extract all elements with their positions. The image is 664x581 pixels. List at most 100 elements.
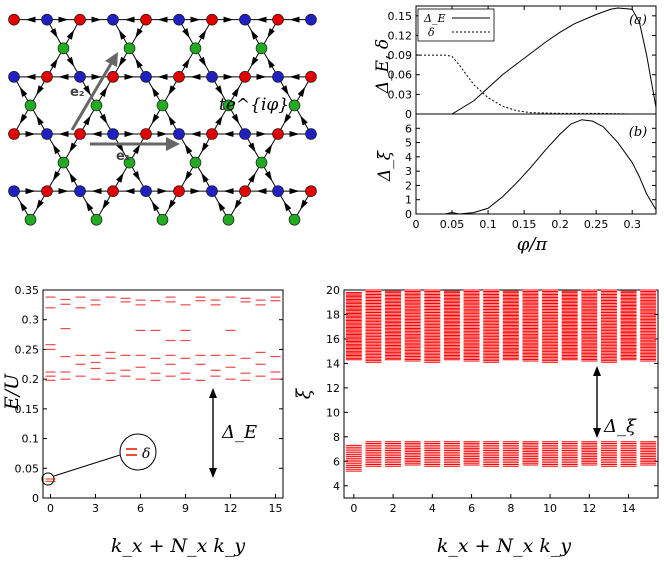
lattice-site-red bbox=[107, 185, 119, 197]
bond-arrow bbox=[223, 73, 234, 80]
bond-arrow bbox=[256, 131, 267, 137]
lattice-site-blue bbox=[206, 71, 218, 83]
series-line-1 bbox=[416, 54, 656, 115]
ytick-label: 0 bbox=[32, 492, 39, 505]
lattice-site-red bbox=[173, 185, 185, 197]
gap-arrow-head-down bbox=[209, 468, 217, 478]
ytick-label: 3 bbox=[405, 165, 412, 178]
xtick-label: 0.05 bbox=[440, 218, 465, 231]
bond-arrow bbox=[297, 86, 306, 97]
ytick-label: 0.15 bbox=[15, 403, 40, 416]
panel-b-ylabel: Δ_ξ bbox=[375, 149, 395, 182]
bond-arrow bbox=[91, 188, 102, 195]
bond-arrow bbox=[168, 85, 176, 96]
gap-annotation-c: Δ_E bbox=[209, 388, 257, 478]
lattice-site-green bbox=[288, 213, 301, 226]
bond-arrow bbox=[58, 73, 69, 80]
lattice-site-red bbox=[305, 71, 317, 83]
bond-arrow bbox=[124, 73, 135, 80]
bond-arrow bbox=[157, 73, 168, 80]
panel-a-label: (a) bbox=[629, 13, 647, 28]
xtick-label: 0.2 bbox=[551, 218, 569, 231]
bond-arrow bbox=[151, 113, 160, 125]
ytick-label: 0.35 bbox=[15, 284, 40, 297]
bond-arrow bbox=[182, 28, 190, 39]
ytick-label: 6 bbox=[333, 455, 340, 468]
panel-c-levels bbox=[45, 296, 281, 482]
xtick-label: 0 bbox=[350, 502, 357, 515]
lattice-site-red bbox=[140, 13, 152, 26]
lattice-site-blue bbox=[140, 71, 152, 83]
lattice-site-green bbox=[189, 156, 202, 169]
ytick-label: 0.12 bbox=[388, 29, 413, 42]
ytick-label: 0.15 bbox=[388, 10, 413, 23]
bond-arrow bbox=[118, 56, 127, 67]
bond-arrow bbox=[201, 172, 209, 183]
bond-arrow bbox=[215, 115, 223, 126]
lattice-site-red bbox=[173, 71, 185, 83]
lattice-site-blue bbox=[173, 13, 185, 26]
lattice-site-green bbox=[156, 99, 169, 112]
vector-e1-label: e₁ bbox=[116, 149, 131, 164]
bond-arrow bbox=[36, 85, 44, 96]
bond-arrow bbox=[168, 199, 176, 210]
ytick-label: 20 bbox=[326, 284, 340, 297]
ytick-label: 0.06 bbox=[388, 69, 413, 82]
bond-arrow bbox=[19, 201, 28, 212]
lattice-site-red bbox=[74, 13, 86, 26]
panel-a-ylabel: Δ_E, δ bbox=[373, 39, 393, 94]
lattice-site-green bbox=[156, 213, 169, 226]
bond-arrow bbox=[118, 29, 127, 40]
bond-arrow bbox=[248, 142, 256, 153]
bond-arrow bbox=[58, 16, 69, 23]
lattice-site-red bbox=[272, 13, 284, 26]
bond-arrow bbox=[91, 16, 102, 23]
lattice-site-red bbox=[41, 185, 53, 197]
xtick-label: 14 bbox=[622, 502, 636, 515]
bond-arrow bbox=[256, 16, 267, 23]
bond-arrow bbox=[168, 115, 176, 126]
lattice-site-green bbox=[123, 42, 136, 55]
panel-d-ylabel: ξ bbox=[293, 387, 315, 399]
ytick-label: 4 bbox=[405, 151, 412, 164]
bond-arrow bbox=[190, 131, 201, 137]
xtick-label: 0.1 bbox=[479, 218, 497, 231]
lattice-site-red bbox=[305, 185, 317, 197]
bond-arrow bbox=[99, 113, 108, 125]
bond-arrow bbox=[264, 143, 273, 155]
panel-b-label: (b) bbox=[629, 125, 647, 140]
gap-annotation-d: Δ_ξ bbox=[593, 366, 637, 438]
bond-arrow bbox=[184, 171, 193, 182]
bond-arrow bbox=[58, 188, 69, 195]
lattice-site-red bbox=[140, 128, 152, 140]
split-label-delta: δ bbox=[142, 446, 150, 462]
bond-arrow bbox=[223, 131, 234, 137]
bond-arrow bbox=[132, 171, 141, 182]
lattice-site-red bbox=[41, 71, 53, 83]
panel-d-xlabel: k_x + N_x k_y bbox=[437, 535, 572, 557]
bond-arrow bbox=[190, 73, 201, 80]
gap-arrow-head-up bbox=[593, 366, 601, 376]
inset-zoom-circle bbox=[119, 433, 157, 471]
bond-arrow bbox=[50, 58, 58, 69]
bond-arrow bbox=[289, 131, 300, 137]
split-inset: δ bbox=[41, 433, 157, 486]
panel-c-frame bbox=[42, 289, 284, 499]
bond-arrow bbox=[69, 172, 77, 183]
lattice-site-blue bbox=[239, 13, 251, 26]
lattice-site-blue bbox=[305, 128, 317, 140]
bond-arrow bbox=[69, 142, 77, 153]
series-line-0 bbox=[416, 119, 657, 215]
ytick-label: 12 bbox=[326, 382, 340, 395]
series-line-0 bbox=[416, 7, 657, 115]
bond-arrow bbox=[151, 86, 160, 97]
ytick-label: 0 bbox=[405, 208, 412, 221]
bond-arrow bbox=[264, 171, 273, 182]
bond-arrow bbox=[182, 58, 190, 69]
bond-arrow bbox=[256, 188, 267, 195]
xtick-label: 0.15 bbox=[512, 218, 537, 231]
